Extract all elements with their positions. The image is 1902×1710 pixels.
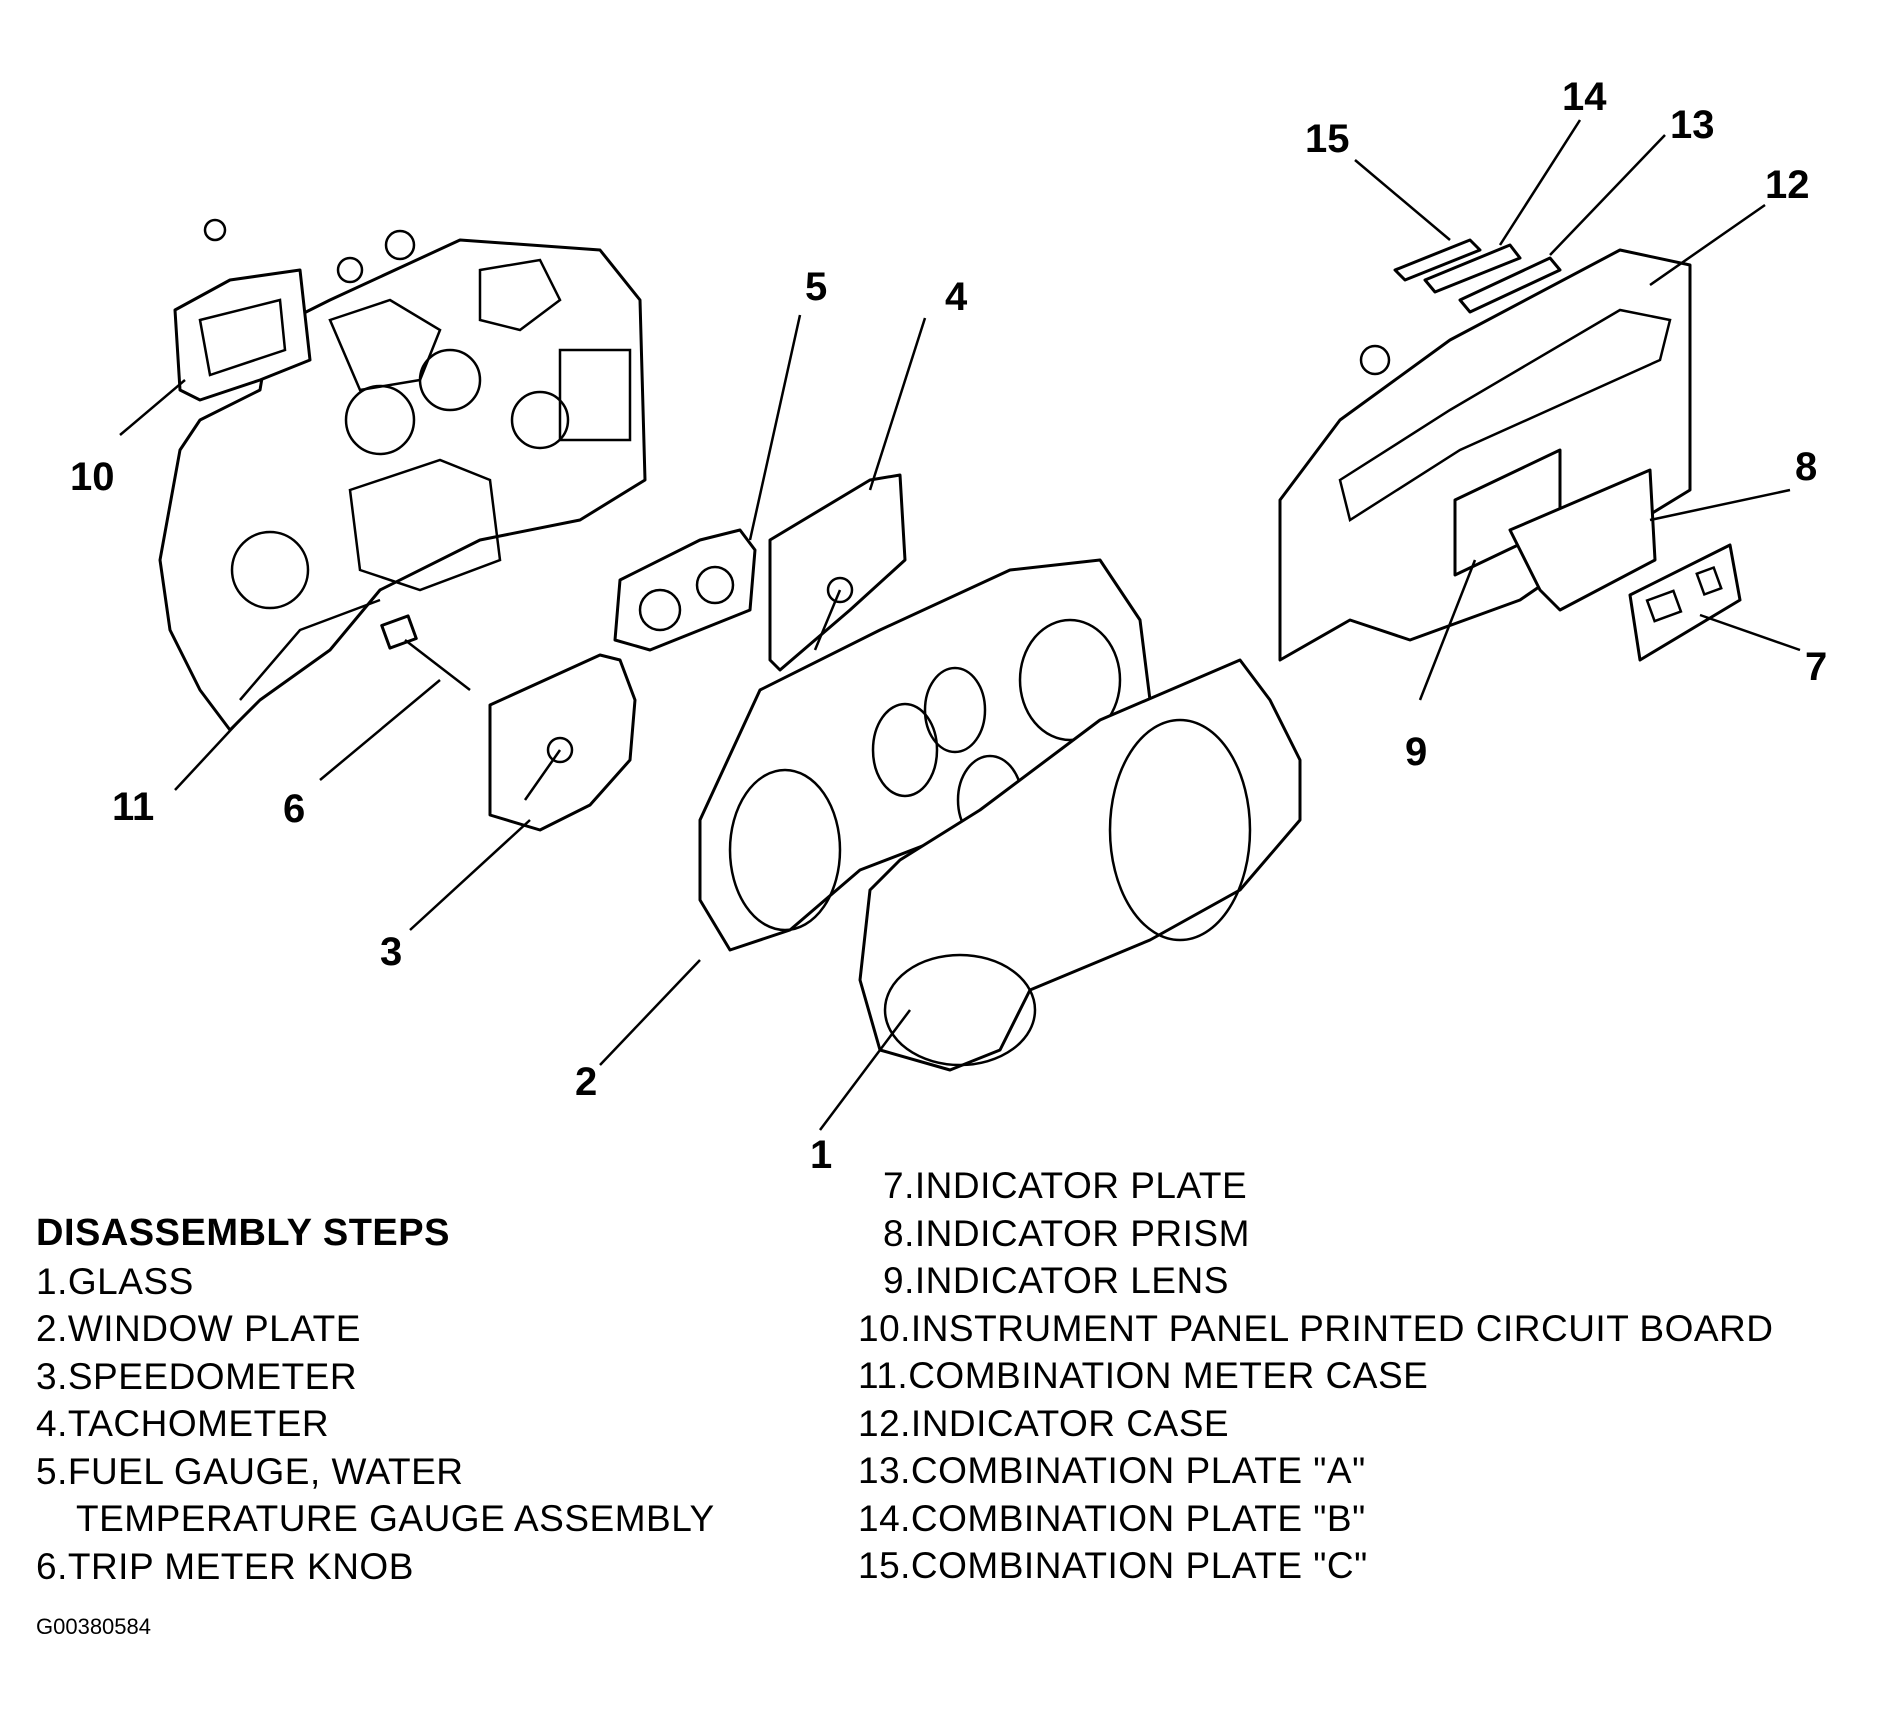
callout-3: 3 — [380, 930, 402, 974]
legend-item-5-continued: TEMPERATURE GAUGE ASSEMBLY — [36, 1495, 715, 1543]
callout-15: 15 — [1305, 117, 1350, 161]
fuel-water-gauge-assembly-part — [615, 530, 755, 650]
legend-item-15: 15.COMBINATION PLATE "C" — [858, 1542, 1774, 1590]
callout-8: 8 — [1795, 445, 1817, 489]
indicator-case-part — [1280, 250, 1690, 660]
callout-1: 1 — [810, 1133, 832, 1170]
legend-item-12: 12.INDICATOR CASE — [858, 1400, 1774, 1448]
legend-item-4: 4.TACHOMETER — [36, 1400, 715, 1448]
legend-item-5: 5.FUEL GAUGE, WATER — [36, 1448, 715, 1496]
legend-right-column: 7.INDICATOR PLATE 8.INDICATOR PRISM 9.IN… — [858, 1162, 1774, 1590]
callout-7: 7 — [1805, 645, 1827, 689]
callout-9: 9 — [1405, 730, 1427, 774]
legend-heading: DISASSEMBLY STEPS — [36, 1210, 715, 1258]
callout-2: 2 — [575, 1060, 597, 1104]
legend-item-6: 6.TRIP METER KNOB — [36, 1543, 715, 1591]
speedometer-part — [490, 655, 635, 830]
trip-meter-knob-part — [382, 616, 470, 690]
callout-12: 12 — [1765, 163, 1810, 207]
legend-item-1: 1.GLASS — [36, 1258, 715, 1306]
legend-item-13: 13.COMBINATION PLATE "A" — [858, 1447, 1774, 1495]
legend-item-14: 14.COMBINATION PLATE "B" — [858, 1495, 1774, 1543]
callout-11: 11 — [112, 785, 154, 829]
callout-10: 10 — [70, 455, 115, 499]
legend-item-10: 10.INSTRUMENT PANEL PRINTED CIRCUIT BOAR… — [858, 1305, 1774, 1353]
legend-item-11: 11.COMBINATION METER CASE — [858, 1352, 1774, 1400]
legend-item-7: 7.INDICATOR PLATE — [858, 1162, 1774, 1210]
exploded-view-diagram: 1 2 3 4 5 6 7 8 9 10 11 12 13 14 15 — [0, 0, 1902, 1170]
legend-item-2: 2.WINDOW PLATE — [36, 1305, 715, 1353]
legend-item-9: 9.INDICATOR LENS — [858, 1257, 1774, 1305]
callout-6: 6 — [283, 787, 305, 831]
figure-id: G00380584 — [36, 1614, 151, 1640]
legend-item-3: 3.SPEEDOMETER — [36, 1353, 715, 1401]
callout-14: 14 — [1562, 75, 1607, 119]
callout-13: 13 — [1670, 103, 1715, 147]
legend-item-8: 8.INDICATOR PRISM — [858, 1210, 1774, 1258]
legend-left-column: DISASSEMBLY STEPS 1.GLASS 2.WINDOW PLATE… — [36, 1210, 715, 1590]
callout-4: 4 — [945, 275, 968, 319]
callout-5: 5 — [805, 265, 827, 309]
